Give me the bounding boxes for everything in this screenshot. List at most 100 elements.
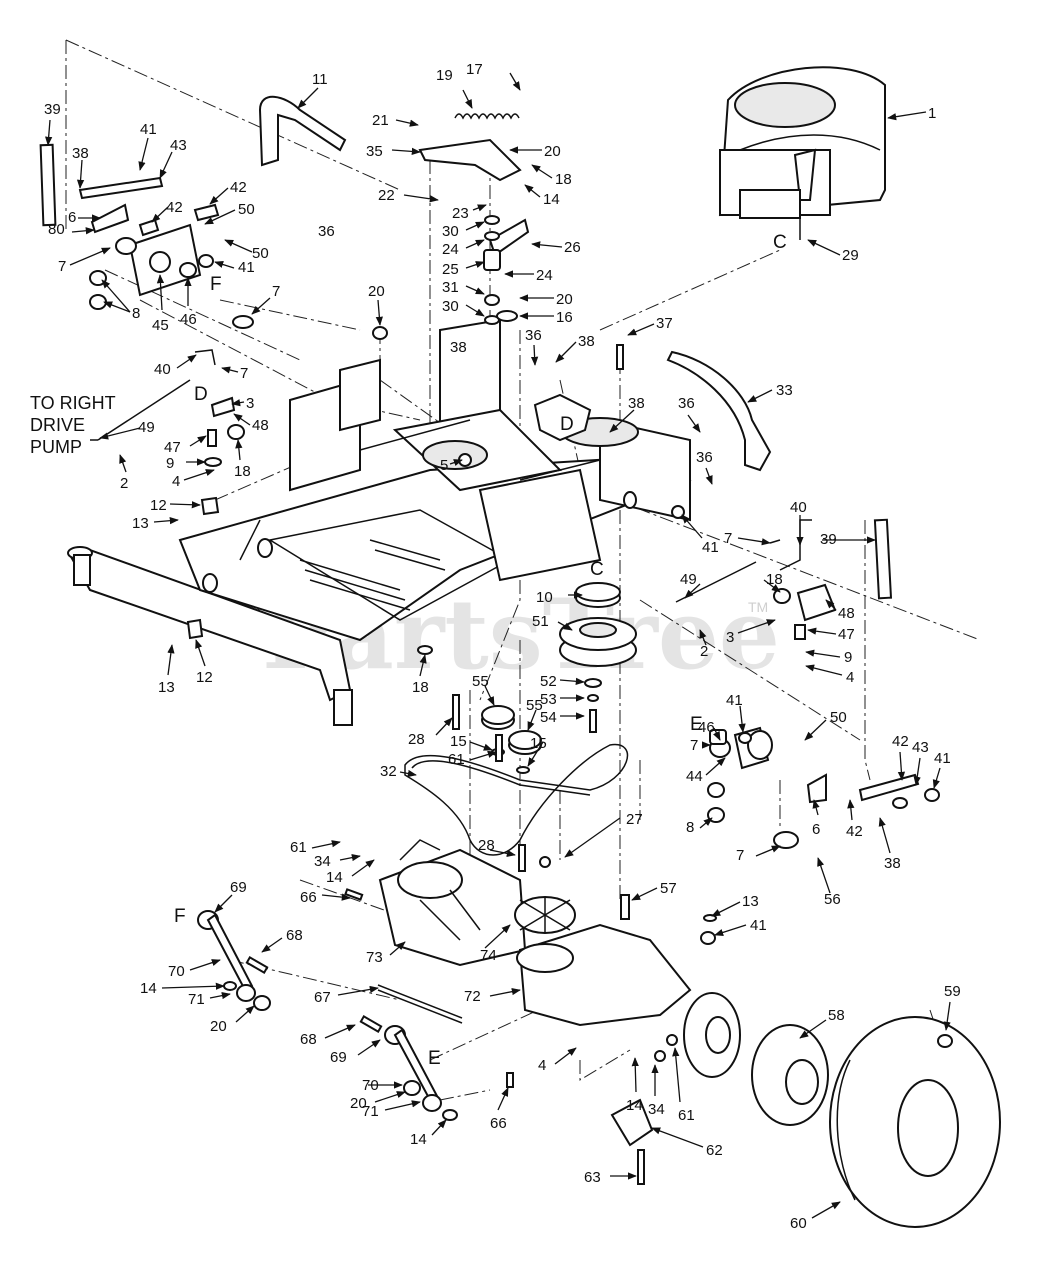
callout-6-right: 6 [812,821,820,838]
callout-18-left: 18 [234,463,251,480]
engine-part-1 [718,66,886,240]
callout-43-left: 43 [170,137,187,154]
callout-69-left: 69 [230,879,247,896]
callout-20-top: 20 [544,143,561,160]
callout-18-lower: 18 [412,679,429,696]
callout-21: 21 [372,112,389,129]
control-lever-33 [666,350,772,472]
callout-24-b: 24 [536,267,553,284]
callout-48-left: 48 [252,417,269,434]
callout-26: 26 [564,239,581,256]
callout-24-a: 24 [442,241,459,258]
spacer-stack [483,215,518,325]
callout-2-left: 2 [120,475,128,492]
callout-41-right: 41 [702,539,719,556]
callout-42-left-b: 42 [166,199,183,216]
callout-56: 56 [824,891,841,908]
callout-3-right: 3 [726,629,734,646]
callout-72: 72 [464,988,481,1005]
callout-66-lower: 66 [490,1115,507,1132]
callout-42-left-a: 42 [230,179,247,196]
callout-7-right-b: 7 [690,737,698,754]
callout-31: 31 [442,279,459,296]
pulley-10 [575,582,621,608]
callout-62: 62 [706,1142,723,1159]
callout-4-left: 4 [172,473,180,490]
callout-9-left: 9 [166,455,174,472]
callout-13-left: 13 [132,515,149,532]
rod-40-left [194,349,216,366]
callout-38-right: 38 [628,395,645,412]
callout-36-left: 36 [318,223,335,240]
callout-15-b: 15 [530,735,547,752]
callout-41-right-d: 41 [750,917,767,934]
callout-16: 16 [556,309,573,326]
callout-50-left-b: 50 [252,245,269,262]
cooling-fan-74 [514,896,576,934]
callout-68-right: 68 [300,1031,317,1048]
callout-46-right: 46 [698,719,715,736]
callout-7-left: 7 [58,258,66,275]
callout-44: 44 [686,768,703,785]
bar-39-left [39,143,57,227]
callout-41-right-b: 41 [726,692,743,709]
callout-2-right: 2 [700,643,708,660]
callout-55-a: 55 [472,673,489,690]
bolts-28-61 [452,344,624,872]
callout-17: 17 [466,61,483,78]
callout-10: 10 [536,589,553,606]
callout-6-left: 6 [68,209,76,226]
callout-39-right: 39 [820,531,837,548]
callout-33: 33 [776,382,793,399]
callout-61-mid: 61 [448,751,465,768]
callout-12-left: 12 [150,497,167,514]
letter-d-left: D [194,384,208,405]
callout-14-lower-left: 14 [140,980,157,997]
callout-34-left: 34 [314,853,331,870]
callout-38-center: 38 [450,339,467,356]
callout-4-right: 4 [846,669,854,686]
spring-19 [454,113,520,120]
callout-28-upper: 28 [408,731,425,748]
transmission-73 [378,839,527,967]
callout-7-left-c: 7 [240,365,248,382]
callout-9-right: 9 [844,649,852,666]
note-line-3: PUMP [30,437,83,457]
transmission-72 [516,894,692,1027]
callout-28-lower: 28 [478,837,495,854]
callout-41-left-b: 41 [238,259,255,276]
callout-60: 60 [790,1215,807,1232]
callout-8-left: 8 [132,305,140,322]
pump-arm-left [197,910,271,1011]
letter-c-engine: C [773,232,787,253]
reference-letters: C C D D E E F F [174,232,787,1069]
callout-13-lower: 13 [158,679,175,696]
callout-20-mid: 20 [556,291,573,308]
callout-69-right: 69 [330,1049,347,1066]
callout-37: 37 [656,315,673,332]
callout-61-hub: 61 [678,1107,695,1124]
callout-54: 54 [540,709,557,726]
callout-47-right: 47 [838,626,855,643]
callout-36-center: 36 [525,327,542,344]
callout-39-left: 39 [44,101,61,118]
note-line-1: TO RIGHT [30,393,116,413]
callout-70-right: 70 [362,1077,379,1094]
callout-50-right: 50 [830,709,847,726]
leader-lines [45,72,951,1219]
callout-52: 52 [540,673,557,690]
letter-e-lower: E [428,1048,441,1069]
left-linkage-cluster [78,176,254,329]
belt-32 [404,743,629,856]
callout-40-left: 40 [154,361,171,378]
callout-58: 58 [828,1007,845,1024]
callout-20-lower-left: 20 [210,1018,227,1035]
rod-49-left [90,379,191,441]
watermark-tm: TM [748,599,768,615]
callout-3-left: 3 [246,395,254,412]
callout-61-left: 61 [290,839,307,856]
callout-8-right: 8 [686,819,694,836]
misc-fasteners [344,856,953,1088]
callout-41-right-c: 41 [934,750,951,767]
callout-46-left: 46 [180,311,197,328]
